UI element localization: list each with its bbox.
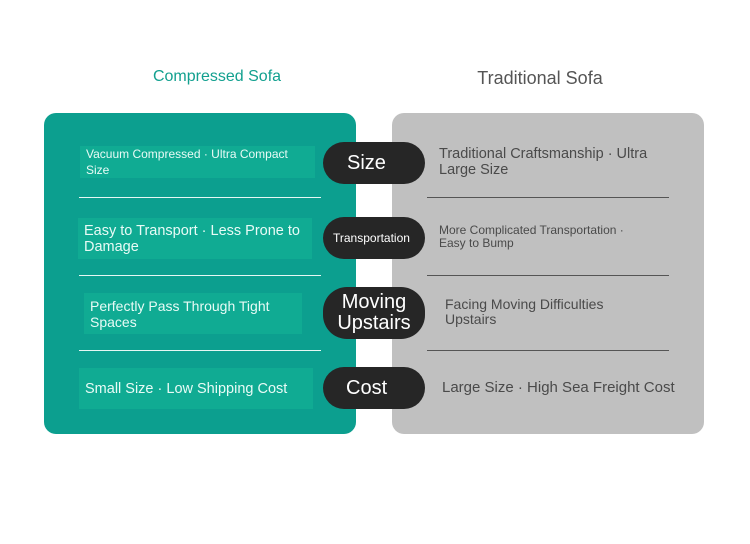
compressed-sofa-title: Compressed Sofa xyxy=(152,68,282,85)
divider xyxy=(427,275,669,276)
category-pill-transportation: Transportation xyxy=(323,217,425,259)
divider xyxy=(427,350,669,351)
divider xyxy=(79,275,321,276)
traditional-transport-text: More Complicated Transportation · Easy t… xyxy=(439,223,624,250)
compressed-moving-text: Perfectly Pass Through Tight Spaces xyxy=(84,293,302,334)
category-label: Cost xyxy=(346,376,388,399)
category-label: Moving Upstairs xyxy=(337,291,411,334)
category-label: Transportation xyxy=(333,231,410,245)
traditional-size-text: Traditional Craftsmanship · Ultra Large … xyxy=(439,146,648,178)
category-pill-size: Size xyxy=(323,142,425,184)
compressed-cost-text: Small Size · Low Shipping Cost xyxy=(79,368,313,409)
category-pill-moving-upstairs: Moving Upstairs xyxy=(323,287,425,339)
divider xyxy=(79,350,321,351)
traditional-sofa-title: Traditional Sofa xyxy=(477,68,603,88)
divider xyxy=(427,197,669,198)
compressed-size-text: Vacuum Compressed · Ultra Compact Size xyxy=(80,146,315,178)
traditional-sofa-panel xyxy=(392,113,704,434)
divider xyxy=(79,197,321,198)
category-label: Size xyxy=(347,151,386,174)
category-pill-cost: Cost xyxy=(323,367,425,409)
traditional-cost-text: Large Size · High Sea Freight Cost xyxy=(442,379,675,396)
compressed-transport-text: Easy to Transport · Less Prone to Damage xyxy=(78,218,312,259)
traditional-moving-text: Facing Moving Difficulties Upstairs xyxy=(445,296,604,327)
